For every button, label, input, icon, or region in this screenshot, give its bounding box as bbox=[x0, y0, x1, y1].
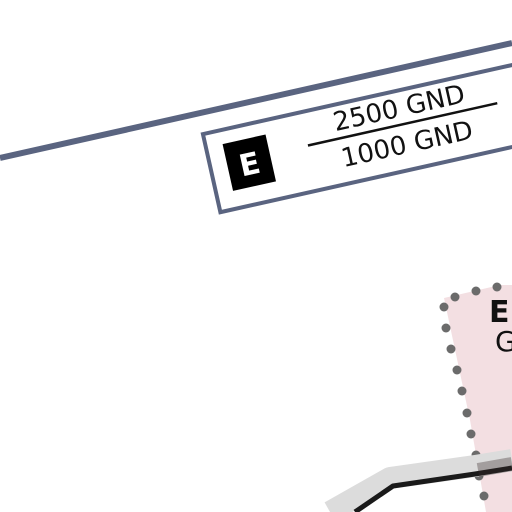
airspace-label-box: E 2500 GND 1000 GND bbox=[200, 59, 512, 215]
zone-sub-label: G bbox=[495, 325, 512, 358]
route-segment-dark bbox=[476, 457, 512, 477]
route-halo bbox=[324, 449, 512, 512]
route-line bbox=[353, 465, 512, 512]
airspace-boundary-line bbox=[0, 40, 512, 161]
airspace-class-badge bbox=[222, 134, 276, 191]
airspace-label-frame bbox=[200, 59, 512, 215]
zone-class-letter: E bbox=[489, 295, 510, 330]
airspace-zone-boundary bbox=[439, 282, 502, 501]
altitude-divider bbox=[307, 101, 498, 147]
